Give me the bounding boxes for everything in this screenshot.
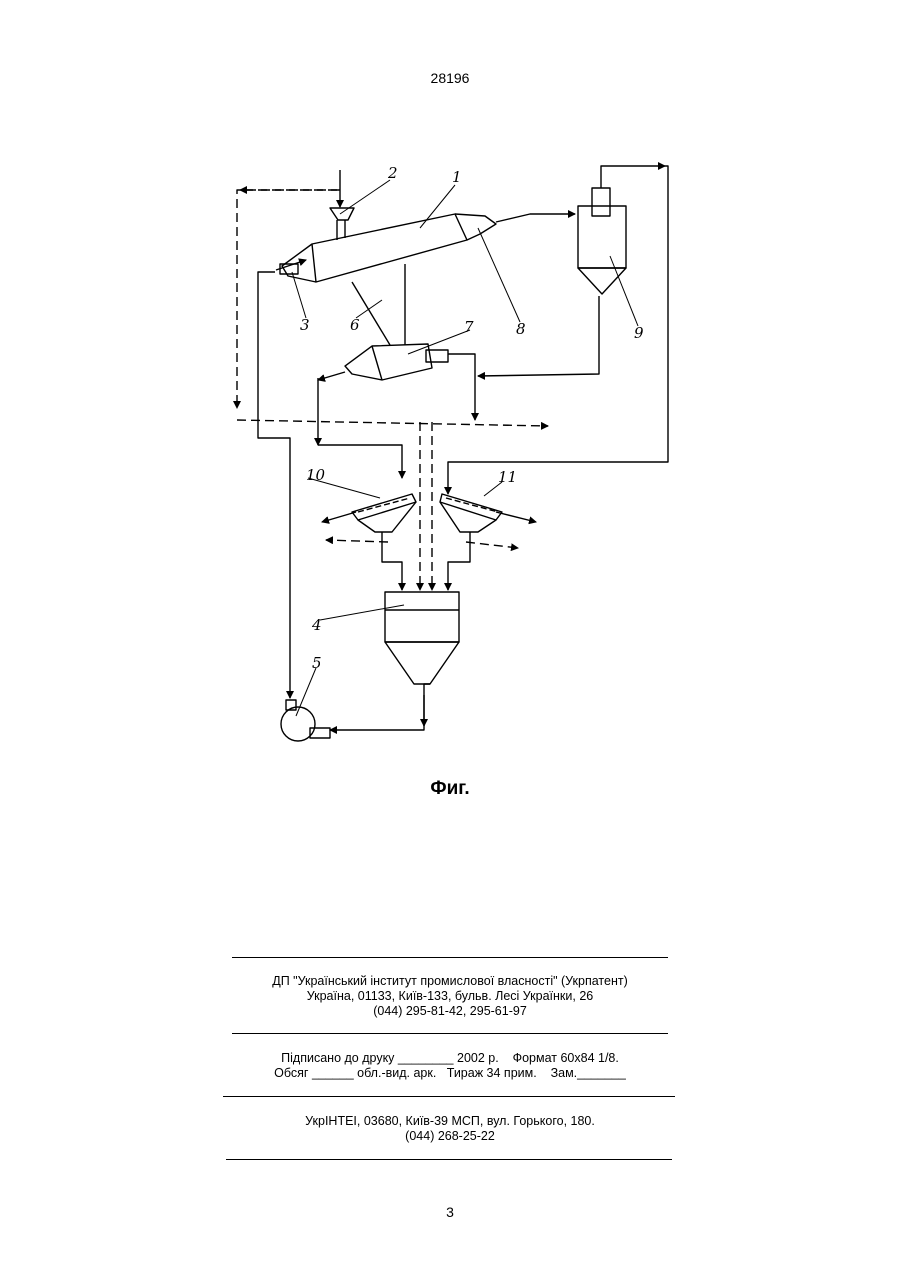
- dashed-flow-lines: [237, 190, 548, 590]
- reference-numerals: 1 2 3 4 5 6 7 8 9 10 11: [300, 164, 644, 672]
- publisher-phone: (044) 295-81-42, 295-61-97: [0, 1004, 900, 1019]
- process-flow-diagram: 1 2 3 4 5 6 7 8 9 10 11: [215, 150, 685, 770]
- solid-flow-lines: [258, 166, 668, 730]
- drum-supports: [352, 264, 405, 345]
- print-info-block: Підписано до друку ________ 2002 р. Форм…: [0, 1051, 900, 1081]
- publisher-block: ДП "Український інститут промислової вла…: [0, 974, 900, 1019]
- storage-bin: [385, 592, 459, 684]
- label-9: 9: [634, 324, 644, 342]
- printer-block: УкрІНТЕІ, 03680, Київ-39 МСП, вул. Горьк…: [0, 1114, 900, 1144]
- divider: [232, 1033, 668, 1034]
- drum-dryer: [280, 214, 496, 282]
- figure-caption: Фиг.: [0, 778, 900, 800]
- divider: [226, 1159, 672, 1160]
- leader-lines: [292, 180, 638, 716]
- screen-11: [440, 494, 502, 532]
- publisher-name: ДП "Український інститут промислової вла…: [0, 974, 900, 989]
- page-number: 3: [0, 1204, 900, 1220]
- label-1: 1: [452, 168, 462, 186]
- label-10: 10: [306, 466, 326, 484]
- label-11: 11: [498, 468, 517, 486]
- label-8: 8: [516, 320, 526, 338]
- print-info-volume: Обсяг ______ обл.-вид. арк. Тираж 34 при…: [0, 1066, 900, 1081]
- fan: [281, 700, 330, 741]
- document-number: 28196: [0, 70, 900, 86]
- label-7: 7: [464, 318, 474, 336]
- label-5: 5: [312, 654, 322, 672]
- label-6: 6: [350, 316, 360, 334]
- divider: [232, 957, 668, 958]
- printer-address: УкрІНТЕІ, 03680, Київ-39 МСП, вул. Горьк…: [0, 1114, 900, 1129]
- publisher-address: Україна, 01133, Київ-133, бульв. Лесі Ук…: [0, 989, 900, 1004]
- label-4: 4: [311, 616, 322, 634]
- printer-phone: (044) 268-25-22: [0, 1129, 900, 1144]
- print-info-signed: Підписано до друку ________ 2002 р. Форм…: [0, 1051, 900, 1066]
- label-3: 3: [300, 316, 310, 334]
- screen-10: [352, 494, 416, 532]
- cooler-unit: [345, 344, 448, 380]
- divider: [223, 1096, 675, 1097]
- label-2: 2: [387, 164, 398, 182]
